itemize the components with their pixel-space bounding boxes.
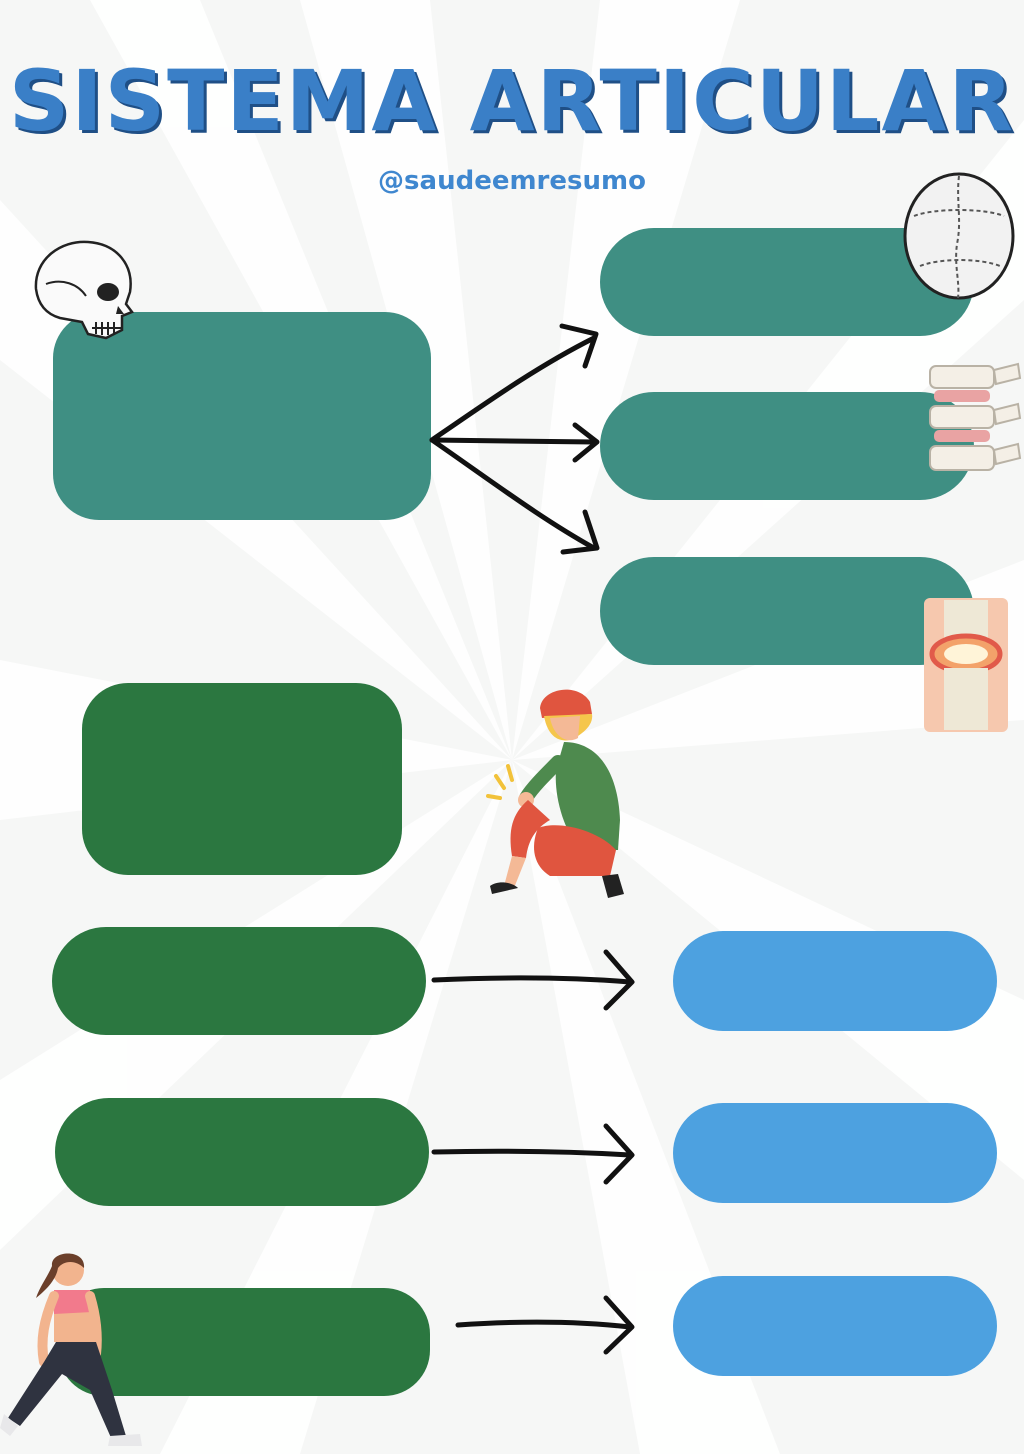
row-1-right-box bbox=[673, 931, 997, 1031]
arrow-to-branch-1 bbox=[429, 335, 597, 443]
skull-side-icon bbox=[34, 240, 134, 340]
middle-concept-box bbox=[82, 683, 402, 875]
arrow-row-2 bbox=[431, 1148, 633, 1158]
page-title: SISTEMA ARTICULAR bbox=[8, 52, 1016, 150]
row-3-left-box bbox=[58, 1288, 430, 1396]
skull-top-icon bbox=[903, 172, 1015, 300]
main-concept-box bbox=[53, 312, 431, 520]
row-2-left-box bbox=[55, 1098, 429, 1206]
woman-knee-pain-illustration bbox=[486, 689, 624, 898]
row-2-right-box bbox=[673, 1103, 997, 1203]
row-1-left-box bbox=[52, 927, 426, 1035]
arrow-to-branch-2 bbox=[429, 437, 597, 445]
knee-joint-icon bbox=[924, 598, 1008, 732]
woman-lunge-illustration bbox=[0, 1253, 142, 1446]
arrow-row-1 bbox=[431, 975, 633, 985]
vertebrae-icon bbox=[929, 362, 1022, 471]
social-handle: @saudeemresumo bbox=[378, 166, 646, 196]
branch-box-3 bbox=[600, 557, 974, 665]
branch-box-2 bbox=[600, 392, 974, 500]
arrow-row-3 bbox=[455, 1319, 633, 1330]
row-3-right-box bbox=[673, 1276, 997, 1376]
arrow-to-branch-3 bbox=[429, 437, 597, 551]
